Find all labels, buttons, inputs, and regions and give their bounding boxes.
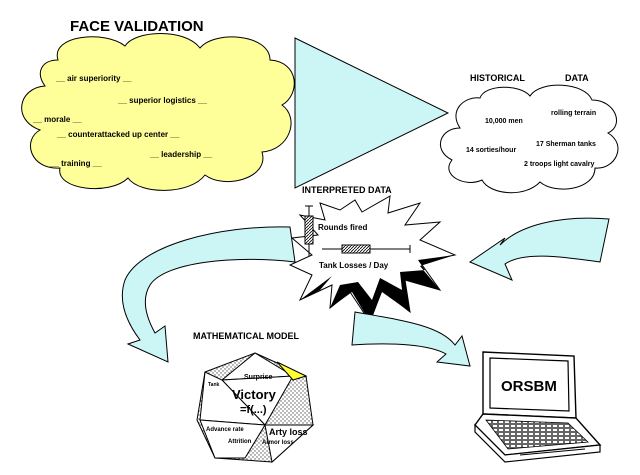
face-validation-title: FACE VALIDATION (70, 18, 204, 35)
interpreted-to-model-arrow (121, 226, 296, 363)
cloud-item-counterattacked: __ counterattacked up center __ (56, 130, 180, 139)
interpreted-title: INTERPRETED DATA (302, 185, 392, 195)
tank-losses-label: Tank Losses / Day (319, 261, 389, 270)
historical-to-interpreted-arrow (468, 217, 610, 281)
cloud-item-training: __ training __ (49, 159, 102, 168)
interpreted-to-computer-arrow (351, 311, 471, 367)
laptop-computer (474, 351, 602, 463)
face-to-historical-arrow (294, 37, 450, 189)
cloud-item-superior-logistics: __ superior logistics __ (117, 96, 207, 105)
facet-arty-loss: Arty loss (269, 427, 308, 437)
mathematical-model-title: MATHEMATICAL MODEL (193, 331, 299, 341)
formula-victory: Victory (232, 387, 277, 402)
model-polyhedron (196, 352, 315, 463)
rounds-fired-label: Rounds fired (318, 223, 367, 232)
cloud-item-leadership: __ leadership __ (149, 150, 213, 159)
tank-losses-bar (341, 244, 371, 254)
historical-item-rolling-terrain: rolling terrain (551, 110, 596, 117)
historical-item-sorties: 14 sorties/hour (466, 147, 516, 154)
facet-surprise: Surprise (244, 374, 273, 381)
historical-item-sherman-tanks: 17 Sherman tanks (536, 141, 596, 148)
formula-function: =f(...) (240, 404, 267, 416)
rounds-fired-bar (304, 215, 314, 245)
historical-title-left: HISTORICAL (470, 73, 525, 83)
historical-data-cloud (440, 84, 619, 194)
interpreted-burst-spike (300, 276, 332, 300)
historical-item-men: 10,000 men (485, 118, 523, 125)
historical-title-right: DATA (565, 73, 589, 83)
interpreted-burst-shadow (330, 255, 455, 322)
facet-tank: Tank (208, 382, 220, 388)
cloud-item-morale: __ morale __ (32, 115, 82, 124)
face-validation-cloud (21, 33, 295, 191)
computer-screen-label: ORSBM (501, 378, 557, 395)
facet-advance-rate: Advance rate (206, 427, 244, 433)
facet-attrition: Attrition (228, 439, 252, 445)
facet-armor-loss: Armor loss (262, 440, 294, 446)
historical-item-light-cavalry: 2 troops light cavalry (524, 161, 595, 168)
cloud-item-air-superiority: __ air superiority __ (55, 74, 132, 83)
